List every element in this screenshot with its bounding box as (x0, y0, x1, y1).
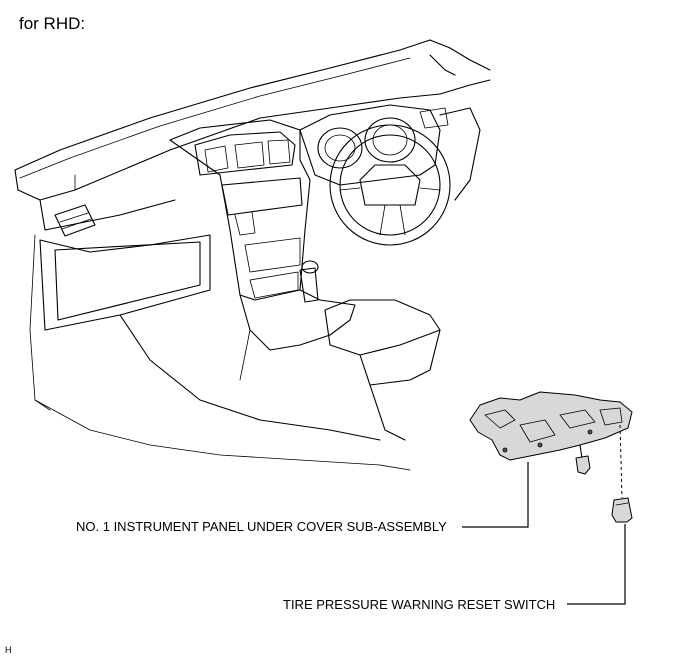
under-cover-label: NO. 1 INSTRUMENT PANEL UNDER COVER SUB-A… (76, 519, 447, 534)
clip-fastener (575, 444, 591, 475)
steering-wheel (329, 124, 451, 246)
floor-lines (34, 314, 411, 471)
instrument-cluster (299, 104, 441, 186)
windshield-edge (14, 39, 431, 179)
under-cover-leader (462, 462, 529, 528)
reset-switch-label: TIRE PRESSURE WARNING RESET SWITCH (283, 597, 556, 612)
right-dash-end (419, 39, 491, 201)
center-stack (169, 119, 311, 301)
corner-mark: H (5, 645, 12, 655)
left-vent (54, 204, 96, 237)
install-dashed-line (619, 424, 623, 499)
center-console (239, 260, 441, 441)
reset-switch-leader (567, 524, 626, 605)
under-cover-part (469, 391, 633, 461)
glove-box (29, 234, 211, 411)
dashboard-top (14, 93, 441, 231)
reset-switch-part (611, 497, 633, 523)
diagram-heading: for RHD: (19, 14, 86, 33)
